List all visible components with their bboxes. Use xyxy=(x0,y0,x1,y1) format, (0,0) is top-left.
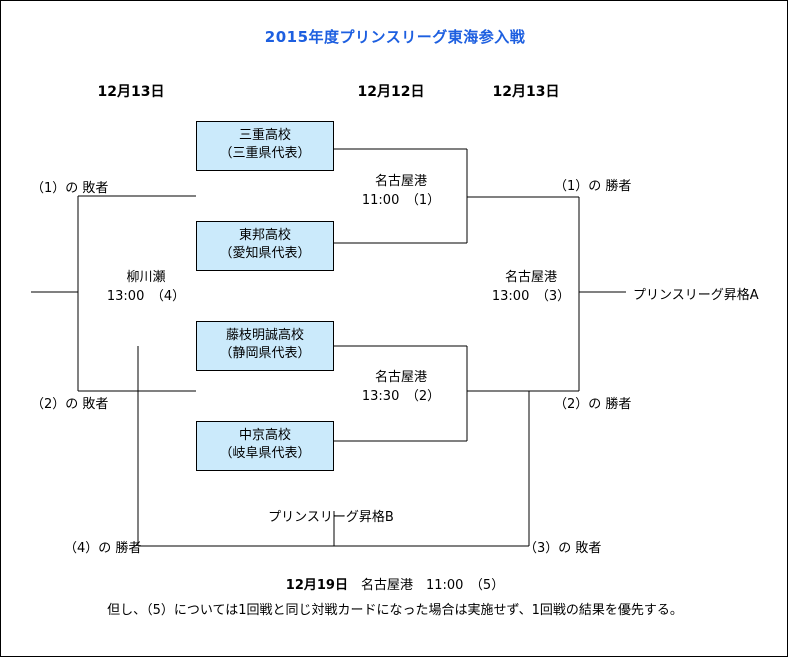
label-loser-match3: （3）の 敗者 xyxy=(524,541,602,556)
team-name: 中京高校 xyxy=(238,428,291,443)
label-loser-match2: （2）の 敗者 xyxy=(31,397,109,412)
match-time: 13:00 （4） xyxy=(106,288,186,304)
match-time: 13:30 （2） xyxy=(361,388,441,404)
team-representative: （岐阜県代表） xyxy=(219,445,311,461)
match-label-2: 名古屋港 13:30 （2） xyxy=(331,369,471,407)
footnote: 但し、（5）については1回戦と同じ対戦カードになった場合は実施せず、1回戦の結果… xyxy=(107,603,683,618)
team-name: 東邦高校 xyxy=(238,228,291,243)
match-venue: 柳川瀬 xyxy=(126,270,166,285)
label-winner-match1: （1）の 勝者 xyxy=(554,179,632,194)
team-name: 藤枝明誠高校 xyxy=(225,328,304,343)
team-representative: （三重県代表） xyxy=(219,145,311,161)
label-winner-match2: （2）の 勝者 xyxy=(554,397,632,412)
match-label-1: 名古屋港 11:00 （1） xyxy=(331,173,471,211)
team-representative: （愛知県代表） xyxy=(219,245,311,261)
match-label-3: 名古屋港 13:00 （3） xyxy=(461,269,601,307)
final-match-details: 名古屋港 11:00 （5） xyxy=(347,578,505,593)
team-representative: （静岡県代表） xyxy=(219,345,311,361)
date-header-final: 12月13日 xyxy=(492,84,560,100)
label-winner-match4: （4）の 勝者 xyxy=(64,541,142,556)
match-label-4: 柳川瀬 13:00 （4） xyxy=(76,269,216,307)
promotion-a-label: プリンスリーグ昇格A xyxy=(633,288,759,303)
promotion-b-label: プリンスリーグ昇格B xyxy=(268,510,394,525)
final-match-date: 12月19日 xyxy=(285,578,348,593)
team-box-1: 三重高校 （三重県代表） xyxy=(196,121,334,171)
match-venue: 名古屋港 xyxy=(374,370,427,385)
date-header-round1-left: 12月13日 xyxy=(97,84,165,100)
match-time: 13:00 （3） xyxy=(491,288,571,304)
team-name: 三重高校 xyxy=(238,128,291,143)
label-loser-match1: （1）の 敗者 xyxy=(31,181,109,196)
date-header-round1: 12月12日 xyxy=(357,84,425,100)
match-time: 11:00 （1） xyxy=(361,192,441,208)
match-venue: 名古屋港 xyxy=(374,174,427,189)
team-box-2: 東邦高校 （愛知県代表） xyxy=(196,221,334,271)
match-venue: 名古屋港 xyxy=(504,270,557,285)
team-box-3: 藤枝明誠高校 （静岡県代表） xyxy=(196,321,334,371)
final-match-line: 12月19日 名古屋港 11:00 （5） xyxy=(1,574,788,593)
page-title: 2015年度プリンスリーグ東海参入戦 xyxy=(264,28,526,46)
team-box-4: 中京高校 （岐阜県代表） xyxy=(196,421,334,471)
